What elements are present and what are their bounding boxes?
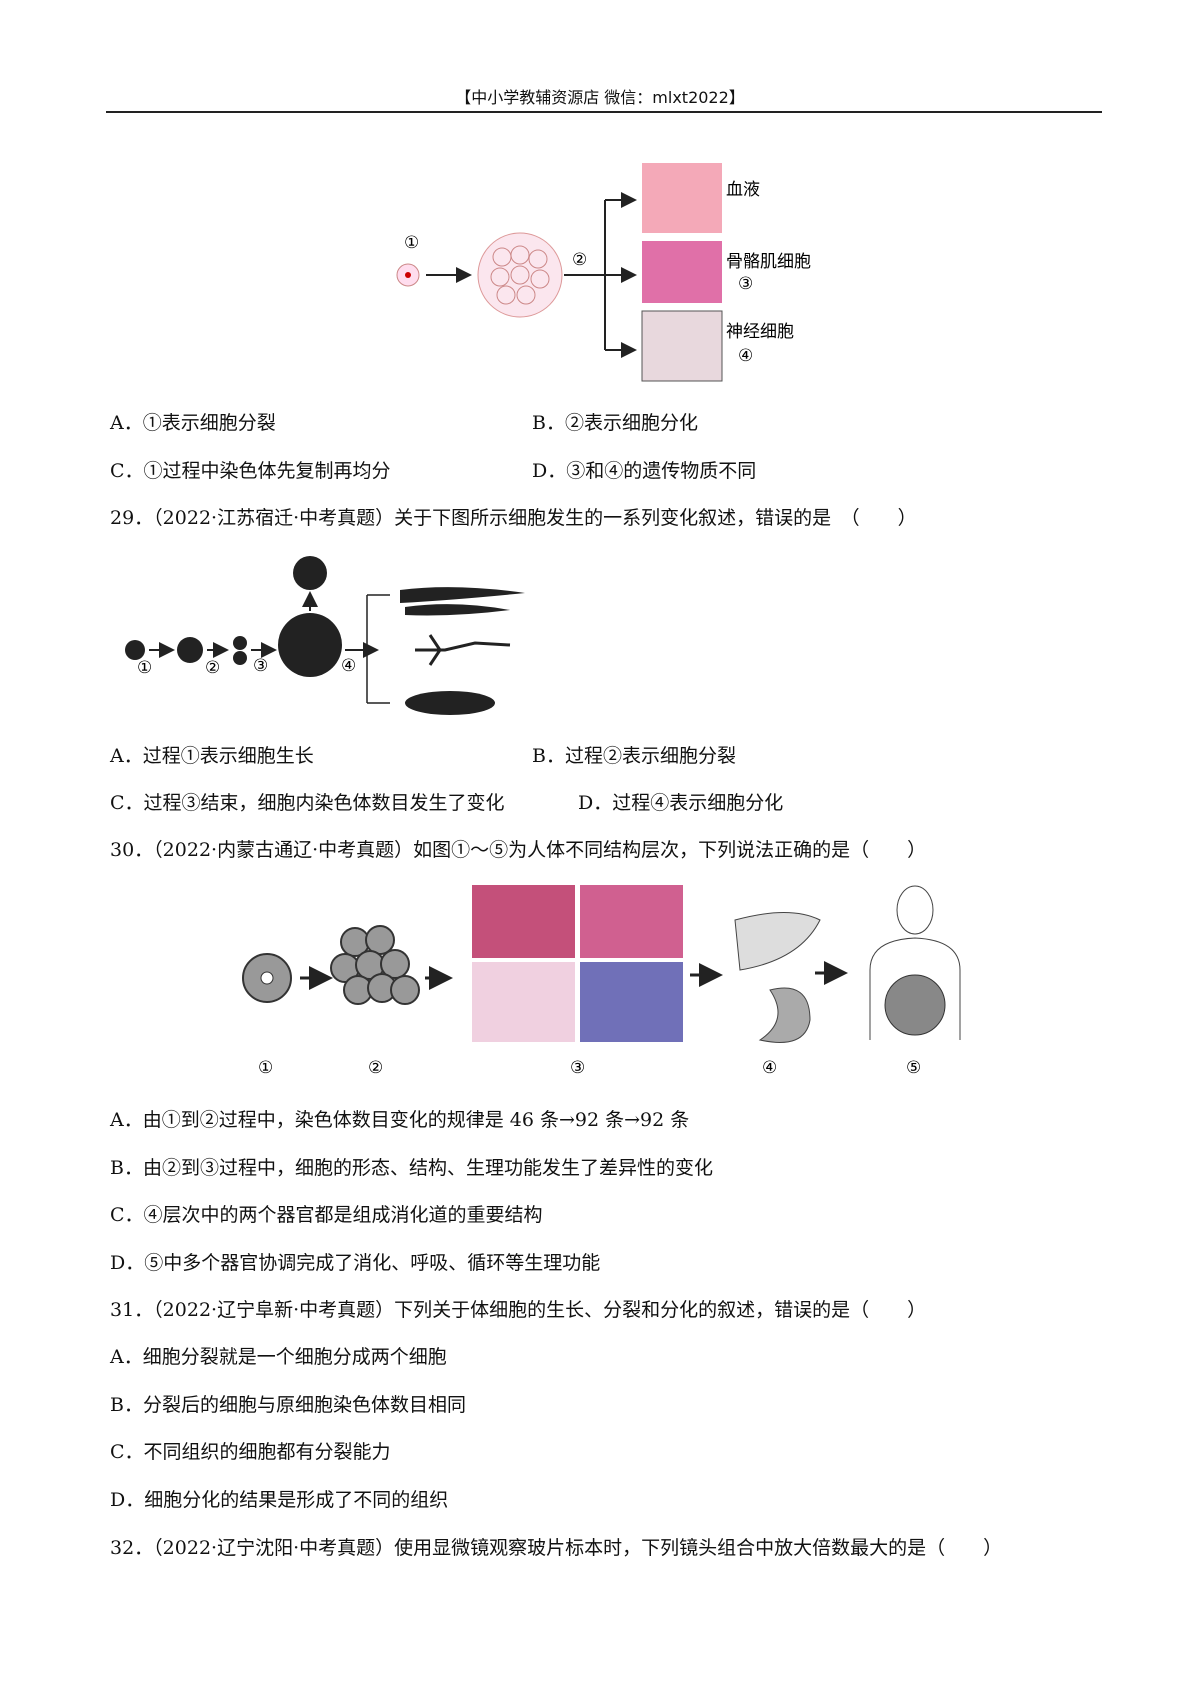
- q32-stem: 32．（2022·辽宁沈阳·中考真题）使用显微镜观察玻片标本时，下列镜头组合中放…: [110, 1537, 1003, 1559]
- fig2-mark-2: ②: [205, 658, 220, 678]
- mark-3: ③: [738, 274, 753, 294]
- fig3-mark-5: ⑤: [906, 1058, 921, 1078]
- figure-cell-changes: ① ② ③ ④: [125, 556, 525, 715]
- q28-option-d: D．③和④的遗传物质不同: [532, 460, 757, 482]
- mark-4: ④: [738, 346, 753, 366]
- q31-option-a: A．细胞分裂就是一个细胞分成两个细胞: [110, 1346, 447, 1368]
- label-nerve: 神经细胞: [726, 322, 794, 342]
- q29-stem: 29．（2022·江苏宿迁·中考真题）关于下图所示细胞发生的一系列变化叙述，错误…: [110, 507, 917, 529]
- q29-option-b: B．过程②表示细胞分裂: [532, 745, 736, 767]
- q28-option-a: A．①表示细胞分裂: [110, 412, 276, 434]
- page-header: 【中小学教辅资源店 微信：mlxt2022】: [455, 88, 745, 107]
- fig3-mark-2: ②: [368, 1058, 383, 1078]
- q30-option-c: C．④层次中的两个器官都是组成消化道的重要结构: [110, 1204, 543, 1226]
- q31-stem: 31．（2022·辽宁阜新·中考真题）下列关于体细胞的生长、分裂和分化的叙述，错…: [110, 1299, 927, 1321]
- header-rule: [106, 111, 1102, 113]
- fig2-mark-3: ③: [253, 656, 268, 676]
- q31-option-c: C．不同组织的细胞都有分裂能力: [110, 1441, 391, 1463]
- label-muscle: 骨骼肌细胞: [726, 252, 811, 272]
- fig3-mark-4: ④: [762, 1058, 777, 1078]
- figure-body-levels: ① ② ③ ④ ⑤: [242, 885, 961, 1078]
- mark-2: ②: [572, 250, 587, 270]
- q28-option-c: C．①过程中染色体先复制再均分: [110, 460, 391, 482]
- q31-option-b: B．分裂后的细胞与原细胞染色体数目相同: [110, 1394, 466, 1416]
- q31-option-d: D．细胞分化的结果是形成了不同的组织: [110, 1489, 449, 1511]
- figure-cell-differentiation: ① ② 血液 骨骼肌细胞 ③ 神经细胞 ④: [396, 163, 811, 382]
- fig3-mark-1: ①: [258, 1058, 273, 1078]
- q30-option-a: A．由①到②过程中，染色体数目变化的规律是 46 条→92 条→92 条: [110, 1109, 690, 1131]
- q28-option-b: B．②表示细胞分化: [532, 412, 698, 434]
- label-blood: 血液: [726, 180, 760, 200]
- fig2-mark-4: ④: [341, 656, 356, 676]
- q29-option-d: D．过程④表示细胞分化: [578, 792, 784, 814]
- q30-option-b: B．由②到③过程中，细胞的形态、结构、生理功能发生了差异性的变化: [110, 1157, 713, 1179]
- fig3-mark-3: ③: [570, 1058, 585, 1078]
- q30-stem: 30．（2022·内蒙古通辽·中考真题）如图①～⑤为人体不同结构层次，下列说法正…: [110, 839, 927, 861]
- mark-1: ①: [404, 233, 419, 253]
- fig2-mark-1: ①: [137, 658, 152, 678]
- q29-option-a: A．过程①表示细胞生长: [110, 745, 314, 767]
- q30-option-d: D．⑤中多个器官协调完成了消化、呼吸、循环等生理功能: [110, 1252, 601, 1274]
- q29-option-c: C．过程③结束，细胞内染色体数目发生了变化: [110, 792, 505, 814]
